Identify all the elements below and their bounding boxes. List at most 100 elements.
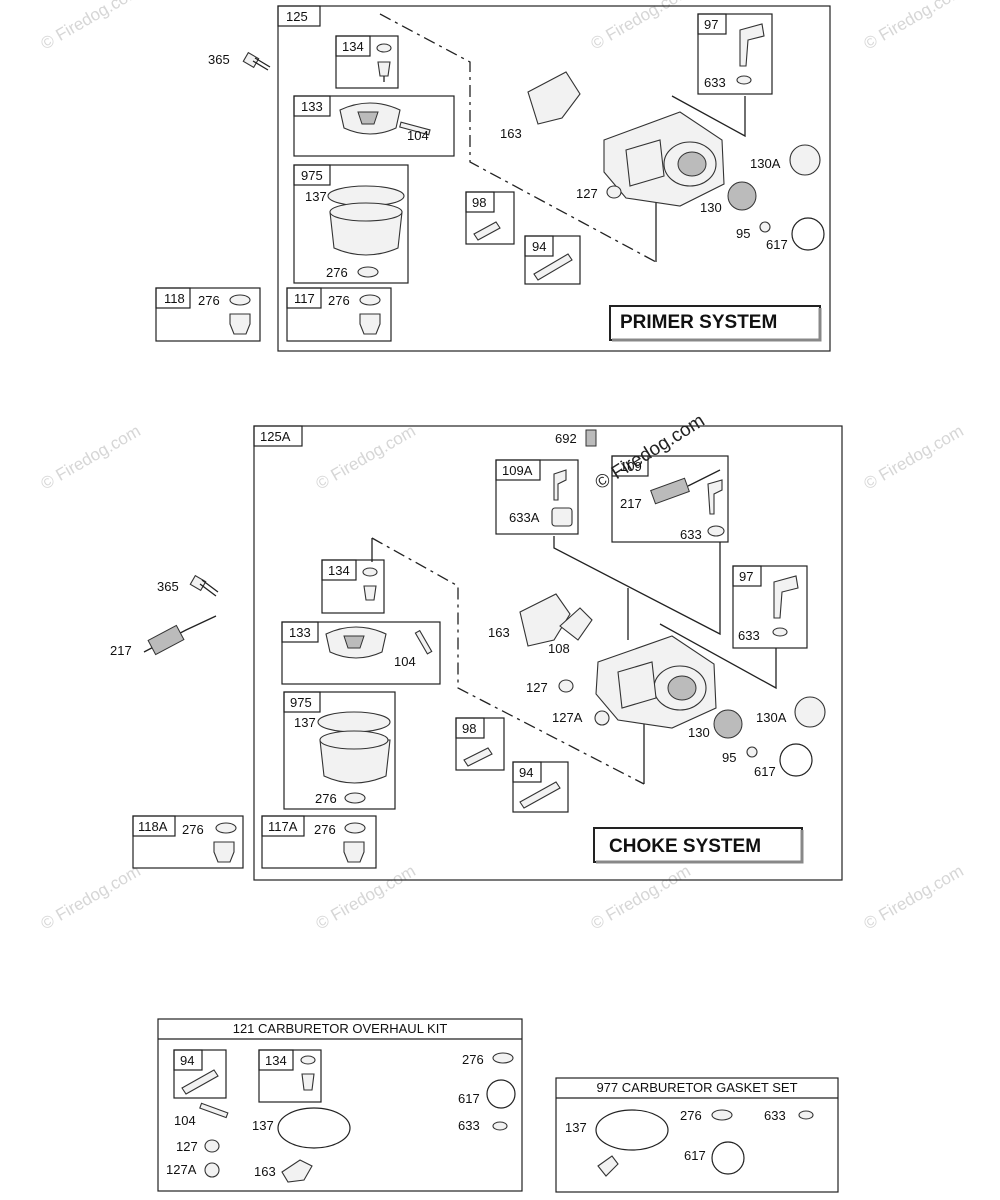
- part-label: 217: [620, 496, 642, 511]
- assembly-dashed-line: [379, 13, 657, 263]
- part-label: 163: [254, 1164, 276, 1179]
- plug-part: [229, 313, 251, 335]
- shaft-kit-box: [732, 565, 808, 649]
- bowl-kit-box: [293, 164, 409, 284]
- choke-assembly-box: [253, 425, 843, 881]
- throttle-kit-box: [611, 455, 729, 543]
- valve-part: [181, 1069, 219, 1095]
- shaft-part: [773, 575, 799, 619]
- part-label: 130A: [750, 156, 781, 171]
- part-label: 95: [722, 750, 736, 765]
- part-label: 137: [252, 1118, 274, 1133]
- kit-title: 121 CARBURETOR OVERHAUL KIT: [233, 1021, 448, 1036]
- part-label: 118A: [138, 819, 168, 834]
- seal-part: [707, 525, 725, 537]
- plug-part: [204, 1162, 220, 1178]
- part-label: 134: [328, 563, 350, 578]
- part-label: 94: [180, 1053, 194, 1068]
- screw-part: [746, 746, 758, 758]
- part-label: 130: [688, 725, 710, 740]
- bowl-part: [317, 711, 391, 784]
- leader-line: [671, 95, 746, 138]
- overhaul-kit-section: 121 CARBURETOR OVERHAUL KIT 94 134 276 6…: [157, 1018, 523, 1192]
- part-label: 94: [519, 765, 533, 780]
- primer-system-section: 125 365 134 133 104 975 137: [155, 5, 831, 352]
- part-label: 617: [684, 1148, 706, 1163]
- seal-part: [492, 1121, 508, 1131]
- plug-part: [343, 841, 365, 863]
- choke-plate-part: [559, 607, 593, 641]
- seal-part: [551, 507, 573, 527]
- spring-part: [585, 429, 597, 447]
- o-ring-part: [486, 1079, 516, 1109]
- washer-part: [492, 1052, 514, 1064]
- part-label: 692: [555, 431, 577, 446]
- part-label: 163: [500, 126, 522, 141]
- spring-part: [650, 469, 721, 505]
- needle-part: [301, 1073, 315, 1091]
- gasket-part: [281, 1159, 313, 1183]
- part-label: 276: [326, 265, 348, 280]
- shaft-kit-box: [697, 13, 773, 95]
- part-label: 134: [265, 1053, 287, 1068]
- plug-part: [558, 679, 574, 693]
- part-label: 117A: [268, 819, 298, 834]
- part-label: 118: [164, 291, 185, 306]
- part-label: 133: [289, 625, 311, 640]
- part-label: 127: [526, 680, 548, 695]
- float-kit-box: [281, 621, 441, 685]
- watermark: © Firedog.com: [38, 421, 144, 493]
- needle-part: [376, 43, 392, 82]
- part-label: 104: [174, 1113, 196, 1128]
- plug-kit-b-box: [261, 815, 377, 869]
- section-title: PRIMER SYSTEM: [620, 312, 777, 333]
- part-label: 365: [208, 52, 230, 67]
- part-label: 137: [294, 715, 316, 730]
- part-label: 130A: [756, 710, 787, 725]
- plate-part: [794, 696, 826, 728]
- part-label: 617: [458, 1091, 480, 1106]
- section-title: CHOKE SYSTEM: [609, 836, 761, 857]
- throttle-plate-part: [727, 181, 757, 211]
- shaft-part: [739, 23, 765, 67]
- watermark: © Firedog.com: [313, 421, 419, 493]
- washer-part: [229, 294, 251, 306]
- part-label: 104: [394, 654, 416, 669]
- overhaul-kit-box: [157, 1018, 523, 1192]
- valve-part: [519, 781, 561, 809]
- throttle-plate-part: [713, 709, 743, 739]
- screw-part: [189, 574, 219, 597]
- washer-part: [711, 1109, 733, 1121]
- watermark: © Firedog.com: [861, 421, 967, 493]
- part-label: 975: [301, 168, 323, 183]
- part-label: 133: [301, 99, 323, 114]
- shaft-part: [707, 479, 723, 515]
- seal-part: [736, 75, 752, 85]
- part-label: 633: [680, 527, 702, 542]
- part-label: 276: [680, 1108, 702, 1123]
- washer-part: [359, 294, 381, 306]
- seal-part: [772, 627, 788, 637]
- plug-part: [204, 1139, 220, 1153]
- o-ring-part: [711, 1141, 745, 1175]
- carburetor-body: [603, 111, 725, 207]
- part-label: 633: [704, 75, 726, 90]
- part-label: 276: [328, 293, 350, 308]
- part-label: 125: [286, 9, 308, 24]
- part-label: 108: [548, 641, 570, 656]
- plug-part: [606, 185, 622, 199]
- part-label: 134: [342, 39, 364, 54]
- part-label: 127A: [166, 1162, 197, 1177]
- watermark: © Firedog.com: [38, 861, 144, 933]
- screw-part: [759, 221, 771, 233]
- plug-part: [594, 710, 610, 726]
- part-label: 127A: [552, 710, 583, 725]
- kit-title: 977 CARBURETOR GASKET SET: [596, 1080, 797, 1095]
- part-label: 98: [462, 721, 476, 736]
- plug-part: [359, 313, 381, 335]
- part-label: 137: [305, 189, 327, 204]
- part-label: 94: [532, 239, 546, 254]
- part-label: 97: [739, 569, 753, 584]
- watermark: © Firedog.com: [861, 0, 967, 53]
- plug-kit-a-box: [132, 815, 244, 869]
